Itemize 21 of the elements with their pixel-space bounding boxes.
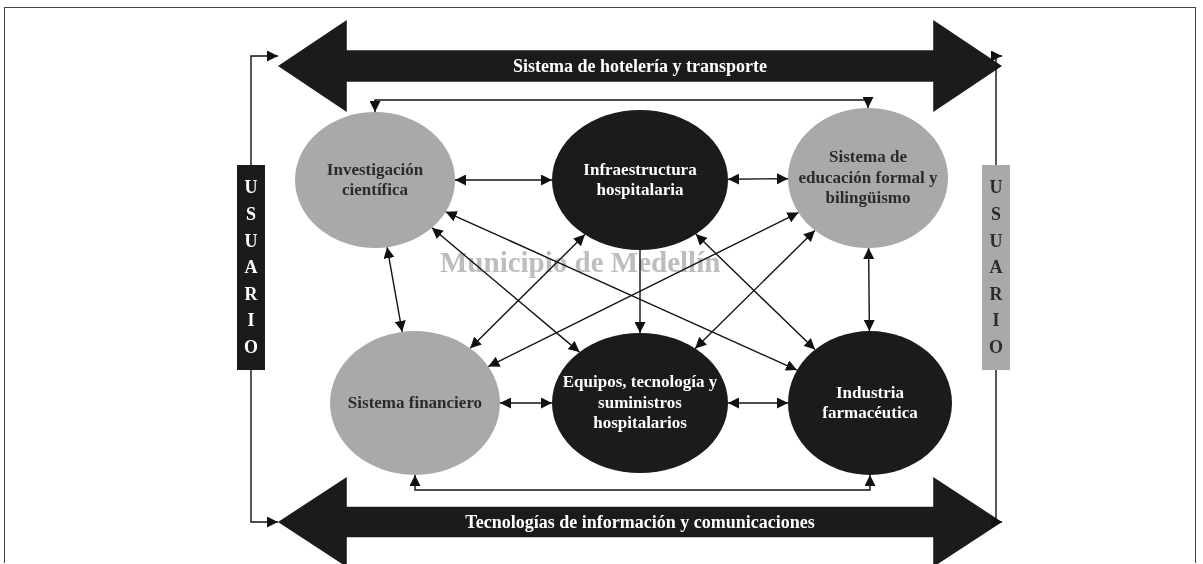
- arrow: [991, 50, 1003, 166]
- arrow: [369, 97, 874, 113]
- arrow: [863, 247, 875, 332]
- arrow: [727, 173, 789, 185]
- arrow: [250, 50, 279, 166]
- band-label: Tecnologías de información y comunicaciones: [465, 511, 815, 533]
- arrow: [499, 397, 553, 409]
- node-label: Investigación científica: [325, 159, 425, 201]
- node-label: Equipos, tecnología y suministros hospitalarios: [561, 372, 719, 434]
- node-label: Industria farmacéutica: [821, 382, 919, 424]
- arrow: [383, 246, 406, 333]
- node-label: Infraestructura hospitalaria: [582, 159, 698, 201]
- node-label: Sistema de educación formal y bilingüismo: [797, 147, 939, 209]
- node-label: Sistema financiero: [347, 392, 483, 414]
- arrow: [454, 174, 553, 186]
- arrow: [727, 397, 789, 409]
- double-arrow-band: [278, 20, 1002, 112]
- band-label: Sistema de hotelería y transporte: [513, 55, 767, 77]
- arrow: [409, 474, 876, 491]
- arrow: [469, 233, 586, 349]
- double-arrow-band: [278, 477, 1002, 564]
